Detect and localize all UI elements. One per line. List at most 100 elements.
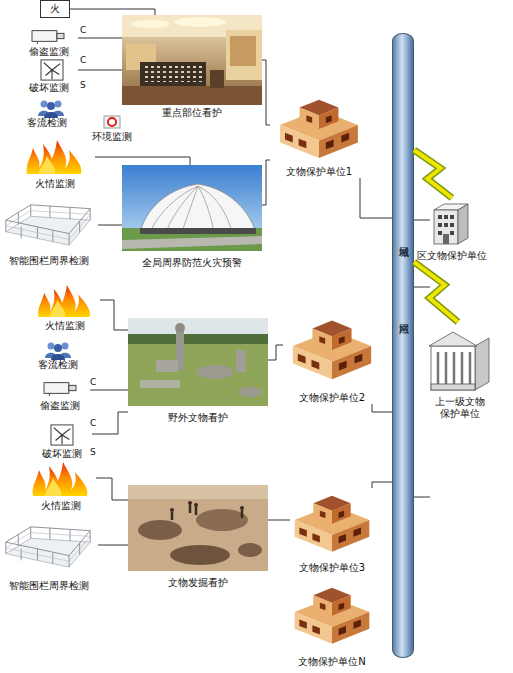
building-icon xyxy=(280,100,358,158)
fire-icon xyxy=(33,462,88,496)
connector-line xyxy=(268,345,283,360)
building-icon xyxy=(295,496,370,552)
node-text: 环境监测 xyxy=(92,131,132,143)
unit-building: 文物保护单位1 xyxy=(270,92,368,178)
network-stub xyxy=(414,220,430,497)
marker-letter: C xyxy=(80,25,86,35)
node-text: 智能围栏周界检测 xyxy=(9,580,89,592)
connector-line xyxy=(92,412,128,434)
connector-line xyxy=(70,9,155,15)
network-bus: 城域网广域网 xyxy=(392,33,414,658)
connector-line xyxy=(98,225,122,226)
node-text: 区文物保护单位 xyxy=(417,250,487,262)
marker-letter: S xyxy=(80,80,86,90)
node-text: 文物保护单位3 xyxy=(299,562,365,574)
sensor-node: 火情监测 xyxy=(30,282,100,332)
marker-letter: C xyxy=(90,418,96,428)
unit-building: 文物保护单位3 xyxy=(290,488,374,574)
connector-line xyxy=(78,38,122,39)
excavation-photo xyxy=(128,485,268,571)
building-icon xyxy=(295,588,370,644)
photo-node: 野外文物看护 xyxy=(128,318,268,424)
connector-line xyxy=(372,404,392,412)
bolt-outline xyxy=(414,262,458,322)
sensor-node: 智能围栏周界检测 xyxy=(0,197,98,267)
node-text: 重点部位看护 xyxy=(162,107,222,119)
connector-line xyxy=(98,545,128,546)
field-relics-photo xyxy=(128,318,268,406)
bolt-outline xyxy=(414,150,452,198)
marker-letter: C xyxy=(80,55,86,65)
node-text: 火 xyxy=(50,3,60,15)
node-text: 全局周界防范火灾预警 xyxy=(142,257,242,269)
damage-icon xyxy=(51,425,73,445)
node-text: 破坏监测 xyxy=(29,82,69,94)
remote-unit: 上一级文物 保护单位 xyxy=(424,322,496,420)
node-text: 火情监测 xyxy=(45,320,85,332)
connector-line xyxy=(262,60,270,125)
camera-icon xyxy=(32,31,64,44)
connector-line xyxy=(96,478,128,500)
building-icon xyxy=(293,321,371,380)
connector-line xyxy=(100,300,128,330)
node-text: 文物保护单位1 xyxy=(286,166,352,178)
fence-icon xyxy=(6,527,90,567)
node-text: 智能围栏周界检测 xyxy=(9,255,89,267)
connector-line xyxy=(95,157,190,165)
unit-building: 文物保护单位N xyxy=(290,580,374,668)
sensor-node: 破坏监测 xyxy=(20,58,78,94)
node-text: 上一级文物 保护单位 xyxy=(424,396,496,420)
node-text: 文物保护单位2 xyxy=(299,392,365,404)
fence-icon xyxy=(6,205,90,245)
sensor-node: 偷盗监测 xyxy=(20,26,78,58)
wireless-link xyxy=(414,150,452,198)
connector-line xyxy=(90,390,128,391)
environment-icon xyxy=(104,116,120,128)
sensor-node: 智能围栏周界检测 xyxy=(0,518,98,592)
wireless-link xyxy=(414,262,458,322)
sensor-node: 环境监测 xyxy=(84,113,140,143)
connector-line xyxy=(360,178,392,218)
node-text: 客流检测 xyxy=(27,117,67,129)
connector-line xyxy=(262,160,270,205)
node-text: 文物发掘看护 xyxy=(168,577,228,589)
people-icon xyxy=(45,343,71,361)
photo-node: 全局周界防范火灾预警 xyxy=(122,165,262,269)
marker-letter: C xyxy=(90,377,96,387)
shell-building-photo xyxy=(122,165,262,251)
connector-line xyxy=(78,70,122,71)
sensor-node: 火情监测 xyxy=(15,138,95,190)
node-text: 火情监测 xyxy=(35,178,75,190)
sensor-node: 客流检测 xyxy=(22,97,72,129)
connector-line xyxy=(268,520,290,521)
sensor-node: 偷盗监测 xyxy=(30,378,90,412)
fire-icon xyxy=(38,285,90,317)
people-icon xyxy=(38,101,64,119)
node-text: 偷盗监测 xyxy=(40,400,80,412)
node-text: 野外文物看护 xyxy=(168,412,228,424)
damage-icon xyxy=(41,60,63,80)
unit-building: 文物保护单位2 xyxy=(283,312,381,404)
node-text: 客流检测 xyxy=(38,359,78,371)
node-text: 破坏监测 xyxy=(42,448,82,460)
node-text: 火情监测 xyxy=(41,500,81,512)
office-icon xyxy=(434,204,468,244)
node-text: 偷盗监测 xyxy=(29,46,69,58)
connector-line xyxy=(372,482,392,488)
bank-icon xyxy=(429,332,489,390)
remote-unit: 区文物保护单位 xyxy=(410,198,494,262)
sensor-node: 客流检测 xyxy=(33,339,83,371)
sensor-node: 破坏监测 xyxy=(32,422,92,460)
museum-photo xyxy=(122,15,262,105)
sensor-box: 火 xyxy=(40,0,70,18)
fire-icon xyxy=(27,140,82,174)
sensor-node: 火情监测 xyxy=(26,458,96,512)
photo-node: 重点部位看护 xyxy=(122,15,262,119)
node-text: 文物保护单位N xyxy=(298,656,365,668)
camera-icon xyxy=(44,383,76,396)
marker-letter: S xyxy=(90,447,96,457)
